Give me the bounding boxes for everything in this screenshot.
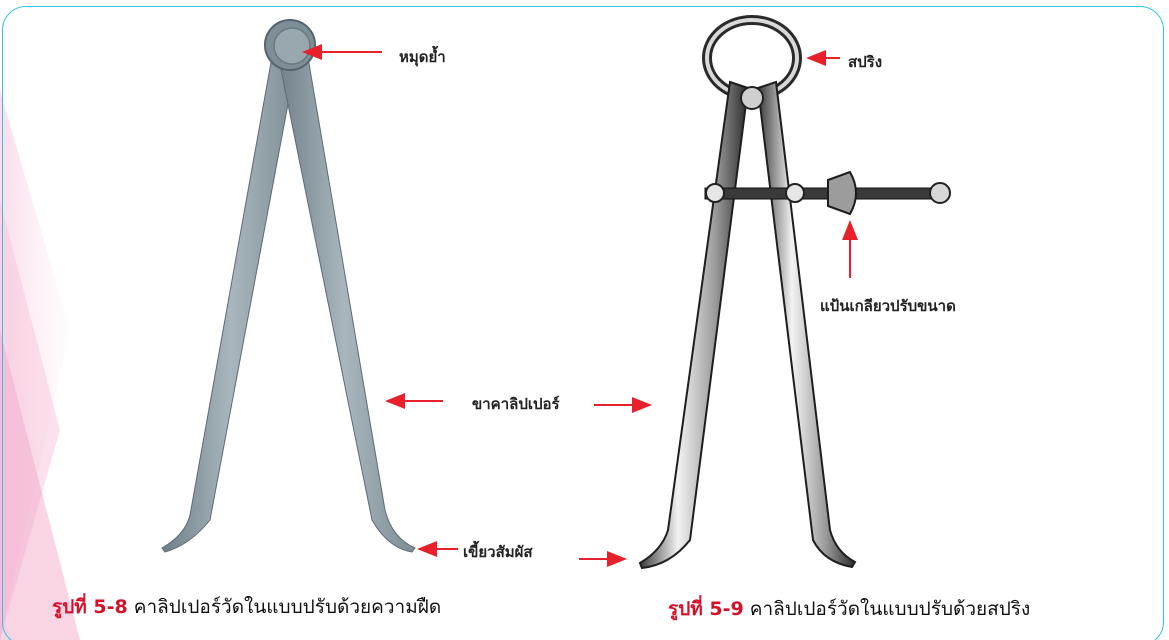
label-adjusting-nut: แป้นเกลียวปรับขนาด bbox=[820, 294, 956, 318]
label-spring: สปริง bbox=[848, 50, 882, 74]
label-contact-tip: เขี้ยวสัมผัส bbox=[463, 540, 533, 564]
caption-figure-5-8: รูปที่ 5-8 คาลิปเปอร์วัดในแบบปรับด้วยควา… bbox=[52, 592, 441, 622]
label-pivot: หมุดย้ำ bbox=[399, 45, 446, 69]
content-frame bbox=[2, 6, 1164, 640]
label-caliper-leg: ขาคาลิปเปอร์ bbox=[472, 392, 560, 416]
caption-text: คาลิปเปอร์วัดในแบบปรับด้วยความฝืด bbox=[134, 596, 441, 618]
caption-text: คาลิปเปอร์วัดในแบบปรับด้วยสปริง bbox=[750, 598, 1031, 620]
caption-number: รูปที่ 5-9 bbox=[668, 598, 744, 620]
caption-number: รูปที่ 5-8 bbox=[52, 596, 128, 618]
caption-figure-5-9: รูปที่ 5-9 คาลิปเปอร์วัดในแบบปรับด้วยสปร… bbox=[668, 594, 1030, 624]
